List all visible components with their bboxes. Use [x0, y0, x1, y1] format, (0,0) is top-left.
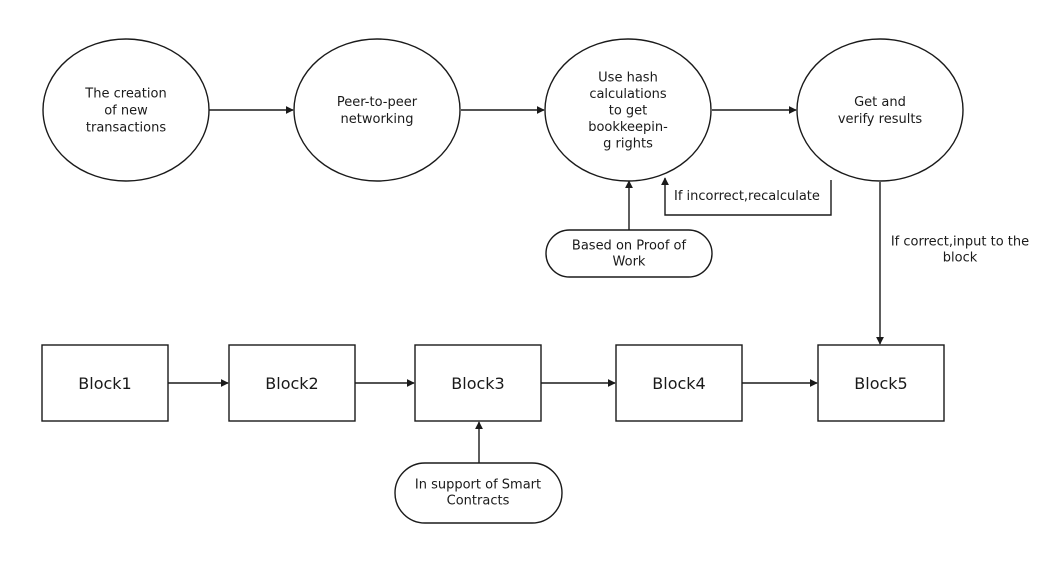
block-2-shape [228, 344, 356, 422]
node-smart-contracts-shape [394, 462, 563, 524]
block-4-shape [615, 344, 743, 422]
arrow-recalculate-loop [661, 177, 832, 216]
node-p2p-shape [293, 38, 461, 182]
block-1-shape [41, 344, 169, 422]
node-verify-label-line-2: verify results [838, 112, 923, 127]
block-1-label: Block1 [78, 374, 131, 393]
node-hash-label-line-5: g rights [603, 137, 653, 152]
node-hash-label-line-4: bookkeepin- [588, 120, 668, 135]
block-4-label: Block4 [652, 374, 705, 393]
node-pow-label-line-2: Work [613, 255, 646, 270]
node-p2p: Peer-to-peer networking [293, 38, 461, 182]
node-creation-label-line-2: of new [104, 104, 148, 119]
node-verify: Get and verify results [796, 38, 964, 182]
node-pow-label-line-1: Based on Proof of [572, 239, 687, 254]
node-hash-label-line-2: calculations [589, 87, 667, 102]
block-3-shape [414, 344, 542, 422]
node-verify-label-line-1: Get and [854, 95, 906, 110]
node-verify-label: Get and verify results [838, 95, 923, 127]
node-hash-label-line-1: Use hash [598, 71, 658, 86]
node-smart-contracts-label-line-2: Contracts [447, 494, 510, 509]
label-if-incorrect: If incorrect,recalculate [674, 189, 820, 204]
node-hash-label-line-3: to get [609, 104, 648, 119]
node-p2p-label-line-2: networking [341, 112, 414, 127]
node-pow-shape [545, 229, 713, 278]
node-creation-label-line-3: transactions [86, 121, 166, 136]
block-1: Block1 [41, 344, 169, 422]
node-creation: The creation of new transactions [42, 38, 210, 182]
node-hash-shape [544, 38, 712, 182]
node-creation-label: The creation of new transactions [84, 87, 166, 136]
label-if-correct-line-1: If correct,input to the [891, 235, 1029, 250]
block-3: Block3 [414, 344, 542, 422]
block-2-label: Block2 [265, 374, 318, 393]
node-p2p-label: Peer-to-peer networking [337, 95, 418, 127]
block-5-label: Block5 [854, 374, 907, 393]
node-smart-contracts-label-line-1: In support of Smart [415, 478, 541, 493]
block-5: Block5 [817, 344, 945, 422]
node-creation-label-line-1: The creation [84, 87, 166, 102]
edges [168, 106, 884, 463]
block-2: Block2 [228, 344, 356, 422]
node-p2p-label-line-1: Peer-to-peer [337, 95, 418, 110]
block-5-shape [817, 344, 945, 422]
block-4: Block4 [615, 344, 743, 422]
label-if-correct-line-2: block [943, 251, 978, 266]
block-3-label: Block3 [451, 374, 504, 393]
node-creation-shape [42, 38, 210, 182]
node-verify-shape [796, 38, 964, 182]
